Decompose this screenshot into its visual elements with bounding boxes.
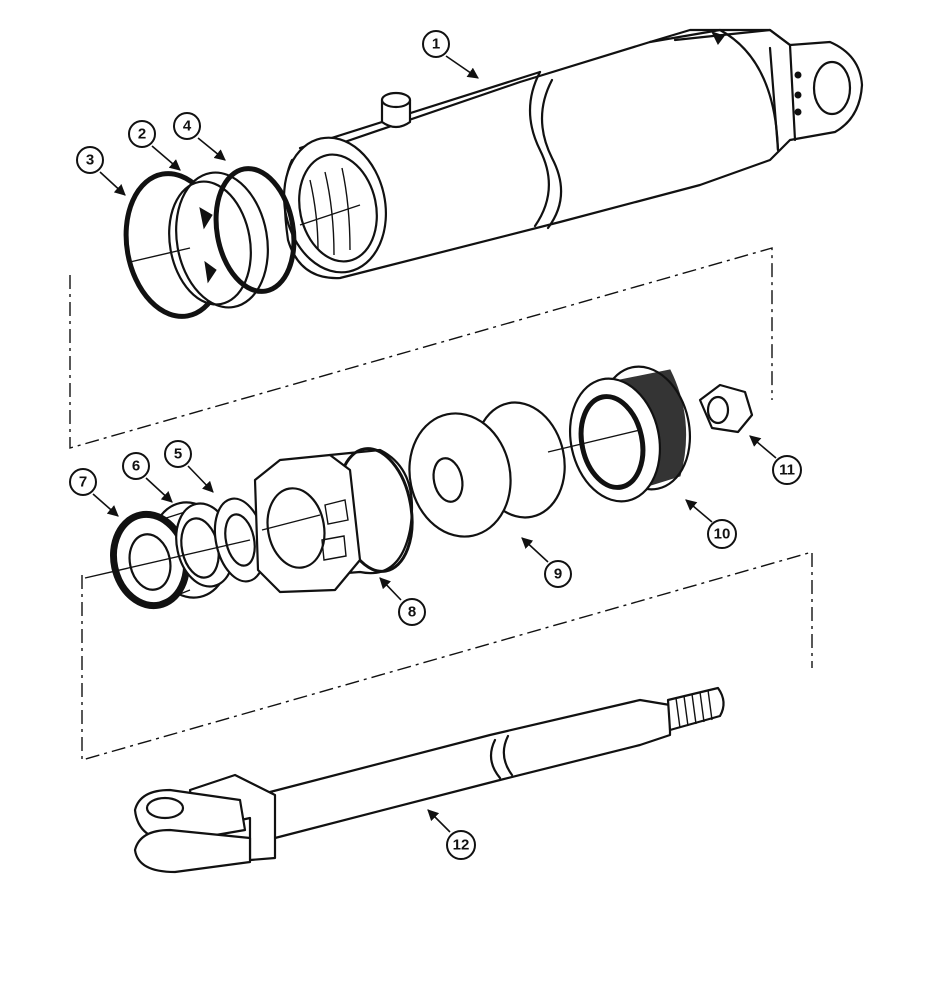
callout-5: 5 [164, 440, 214, 493]
callout-2: 2 [128, 120, 181, 171]
cylinder-barrel [282, 28, 864, 280]
callout-label-2: 2 [138, 126, 146, 143]
ring-part-4 [213, 166, 297, 294]
callout-3: 3 [76, 146, 126, 196]
assembly-guide-lines [69, 247, 813, 761]
callout-label-11: 11 [779, 462, 795, 479]
piston-part-9 [408, 401, 566, 538]
callout-label-7: 7 [79, 474, 87, 491]
callout-11: 11 [749, 435, 802, 485]
callout-label-4: 4 [183, 118, 192, 135]
callout-label-5: 5 [174, 446, 182, 463]
callout-7: 7 [69, 468, 119, 517]
callout-6: 6 [122, 452, 173, 503]
seal-part-2 [168, 171, 269, 309]
callout-1: 1 [422, 30, 479, 79]
callout-label-1: 1 [432, 36, 440, 53]
nut-part-11 [698, 383, 754, 434]
callout-8: 8 [379, 577, 426, 626]
callouts: 1 2 3 4 5 6 7 [69, 30, 802, 860]
callout-label-10: 10 [714, 526, 731, 543]
callout-10: 10 [685, 499, 737, 549]
callout-4: 4 [173, 112, 226, 161]
gland-part-8 [253, 447, 414, 594]
callout-label-6: 6 [132, 458, 140, 475]
callout-9: 9 [521, 537, 572, 588]
callout-label-8: 8 [408, 604, 416, 621]
piston-rod-part-12 [133, 686, 725, 874]
piston-seal-part-10 [568, 365, 692, 503]
callout-12: 12 [427, 809, 476, 860]
callout-label-12: 12 [453, 837, 470, 854]
callout-label-9: 9 [554, 566, 562, 583]
callout-label-3: 3 [86, 152, 94, 169]
